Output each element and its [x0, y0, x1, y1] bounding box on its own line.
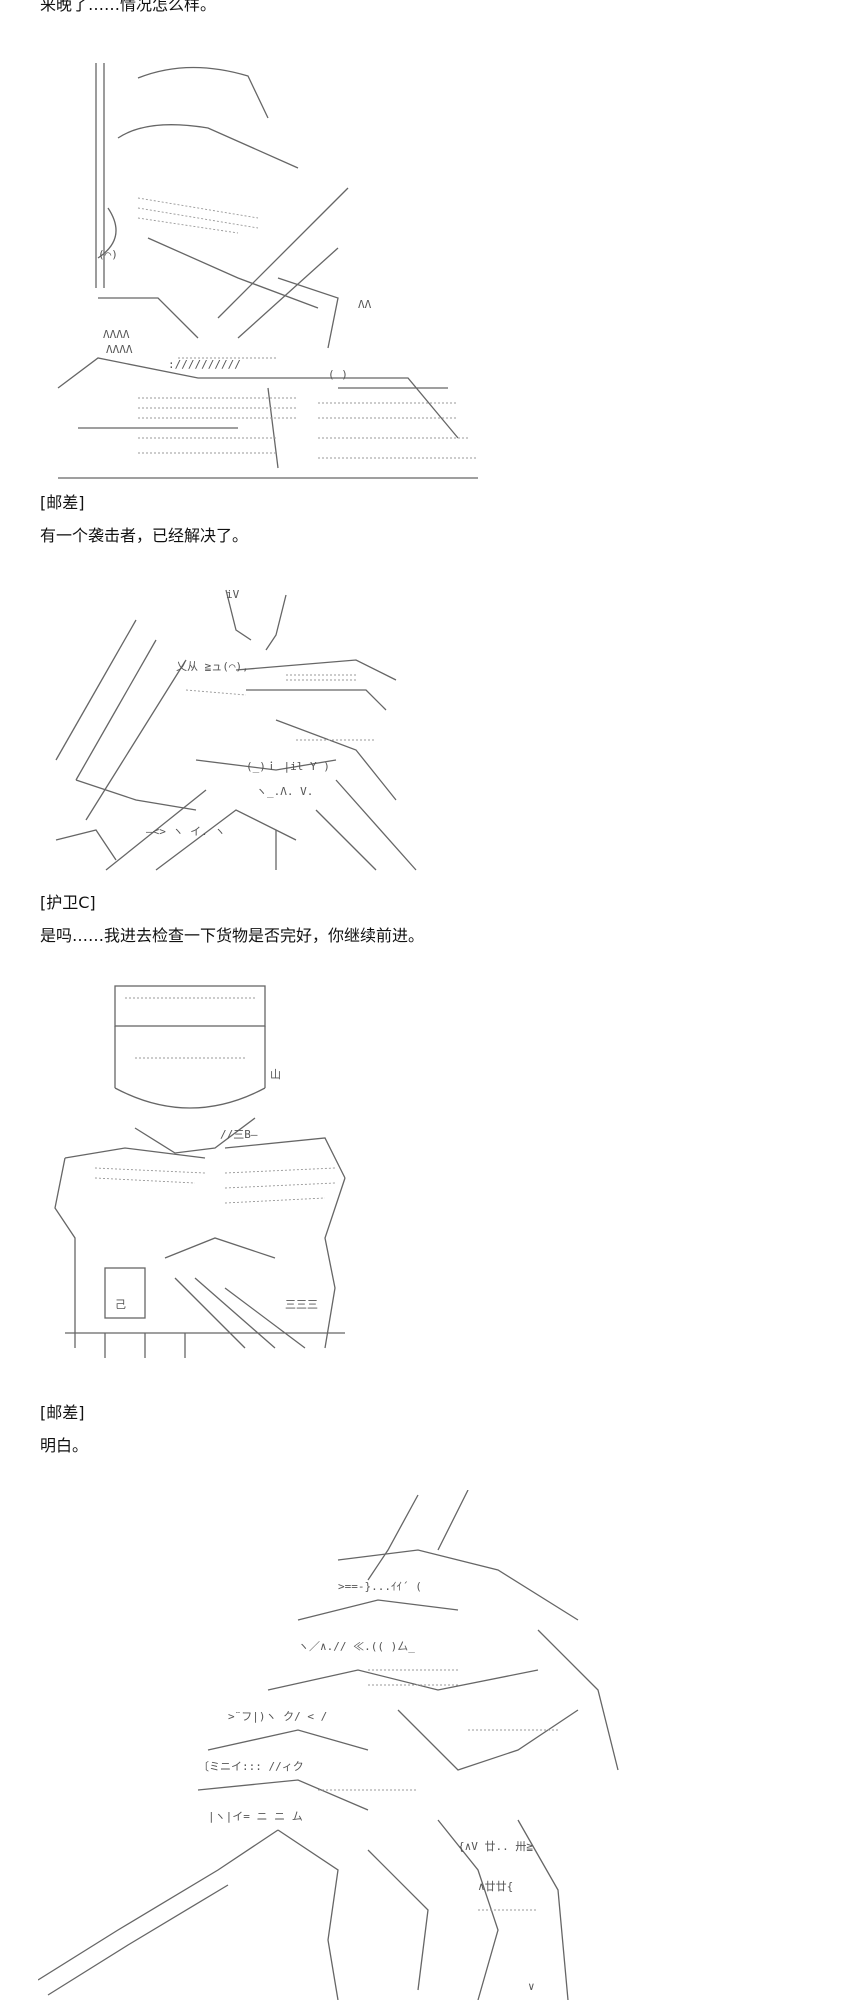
svg-text:>==-}...ｲｲ´ (: >==-}...ｲｲ´ ( — [338, 1580, 422, 1593]
svg-text:ヽ／∧.// ≪.(( )厶_: ヽ／∧.// ≪.(( )厶_ — [298, 1640, 415, 1653]
ascii-art-1: (⌒) ΛΛΛΛ ΛΛΛΛ :////////// ΛΛ ( ) — [38, 58, 558, 483]
svg-text:〔ミニイ::: //ィク: 〔ミニイ::: //ィク — [198, 1760, 304, 1773]
svg-text:( ): ( ) — [328, 368, 348, 381]
speaker-label: [邮差] — [40, 1403, 85, 1422]
svg-text:―<> ヽ イ. ヽ: ―<> ヽ イ. ヽ — [146, 825, 225, 838]
dialogue-line: 明白。 — [40, 1436, 89, 1455]
svg-text:(_)ｉ |il Y ): (_)ｉ |il Y ) — [246, 760, 330, 773]
dialogue-line: 来晚了……情况怎么样。 — [40, 0, 217, 14]
svg-text:ΛΛΛΛ: ΛΛΛΛ — [106, 343, 133, 356]
svg-text:ΛΛ: ΛΛ — [358, 298, 372, 311]
svg-text:己: 己 — [115, 1298, 126, 1311]
svg-text:iV: iV — [226, 588, 240, 601]
dialogue-line: 是吗……我进去检查一下货物是否完好，你继续前进。 — [40, 926, 425, 945]
speaker-label: [护卫C] — [40, 893, 96, 912]
dialogue-line: 有一个袭击者，已经解决了。 — [40, 526, 249, 545]
svg-text://三B―: //三B― — [220, 1128, 258, 1141]
svg-text:ヽ_.Λ. V.: ヽ_.Λ. V. — [256, 785, 313, 798]
svg-text:ΛΛΛΛ: ΛΛΛΛ — [103, 328, 130, 341]
svg-text:(⌒): (⌒) — [98, 248, 118, 261]
ascii-art-2: iV 乂从 ≧ュ(⌒), (_)ｉ |il Y ) ヽ_.Λ. V. ―<> ヽ… — [36, 580, 466, 880]
svg-text:{∧V 廿.. 卅≧: {∧V 廿.. 卅≧ — [458, 1840, 533, 1853]
speaker-label: [邮差] — [40, 493, 85, 512]
svg-text:∧廿廿{: ∧廿廿{ — [478, 1880, 513, 1893]
ascii-art-4: >==-}...ｲｲ´ ( ヽ／∧.// ≪.(( )厶_ >¨フ|)ヽ ク/ … — [38, 1490, 638, 2000]
svg-text:乂从 ≧ュ(⌒),: 乂从 ≧ュ(⌒), — [176, 660, 249, 673]
svg-text:∨: ∨ — [528, 1980, 535, 1993]
svg-text:山: 山 — [270, 1068, 281, 1081]
svg-text:>¨フ|)ヽ ク/ < /: >¨フ|)ヽ ク/ < / — [228, 1710, 327, 1723]
svg-text:://////////: :////////// — [168, 358, 241, 371]
ascii-art-3: 山 //三B― 三三三 己 — [45, 978, 375, 1358]
svg-text:三三三: 三三三 — [285, 1298, 318, 1311]
svg-text:|ヽ|イ= ニ ニ ム: |ヽ|イ= ニ ニ ム — [208, 1810, 303, 1823]
